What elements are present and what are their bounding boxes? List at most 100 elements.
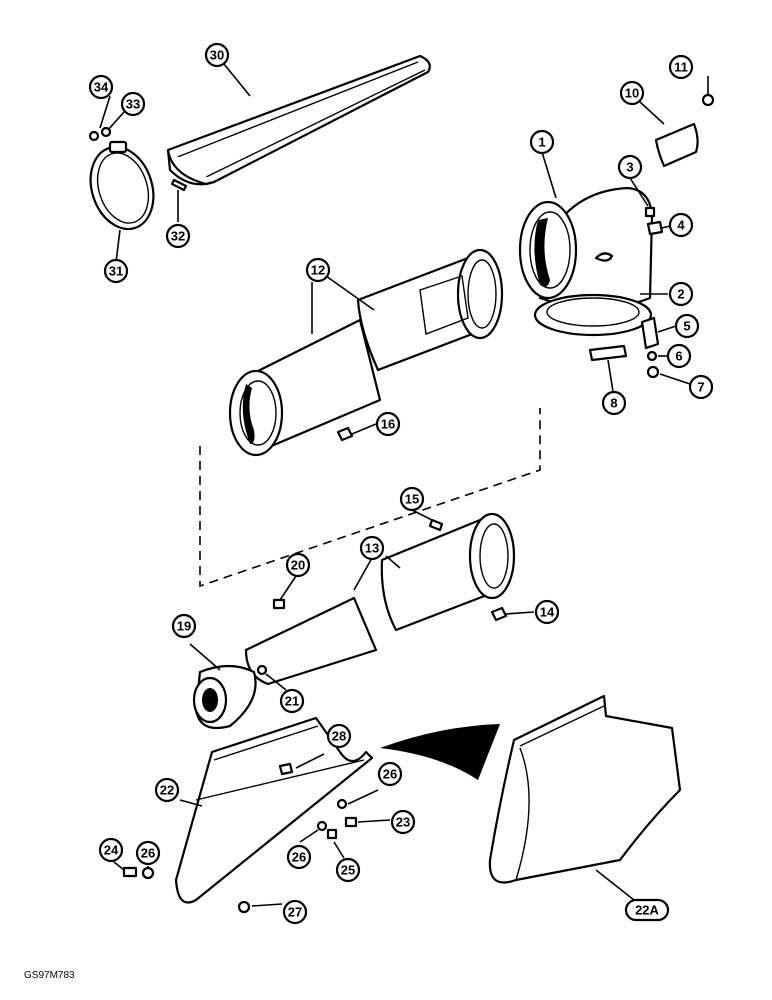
callout-1: 1: [529, 129, 555, 155]
callout-24: 24: [98, 837, 124, 863]
svg-text:10: 10: [625, 86, 639, 101]
screw-part-23: [344, 816, 358, 828]
svg-text:28: 28: [332, 729, 346, 744]
svg-text:1: 1: [538, 135, 545, 150]
bolt-part-3: [644, 206, 656, 218]
svg-text:6: 6: [675, 349, 682, 364]
svg-text:25: 25: [341, 863, 355, 878]
svg-text:3: 3: [626, 160, 633, 175]
svg-text:34: 34: [94, 80, 109, 95]
svg-text:23: 23: [396, 815, 410, 830]
dashed-assembly-outline: [199, 408, 541, 588]
svg-text:33: 33: [126, 97, 140, 112]
clamp-ring-part-31: [89, 140, 155, 231]
svg-text:32: 32: [171, 229, 185, 244]
callout-11: 11: [668, 54, 694, 80]
strap-part-8: [588, 344, 628, 362]
screw-part-15: [428, 518, 444, 532]
deflector-part-22a: [488, 694, 682, 884]
screw-part-32: [170, 178, 188, 192]
bracket-part-5: [640, 316, 660, 350]
callout-21: 21: [279, 688, 305, 714]
svg-text:26: 26: [292, 850, 306, 865]
callout-16: 16: [375, 411, 401, 437]
callout-32: 32: [165, 223, 191, 249]
callout-23: 23: [390, 809, 416, 835]
callout-25: 25: [335, 857, 361, 883]
elbow-housing-part-1: [518, 186, 654, 337]
cover-plate-part-10: [654, 122, 699, 168]
svg-text:19: 19: [177, 619, 191, 634]
callout-28: 28: [326, 723, 352, 749]
screw-part-25: [326, 828, 338, 840]
tube-assembly-part-12: [228, 248, 504, 457]
washer-part-26-lower: [316, 820, 328, 832]
svg-text:15: 15: [405, 492, 419, 507]
screw-part-28: [278, 762, 294, 776]
svg-text:16: 16: [381, 417, 395, 432]
callout-10: 10: [619, 80, 645, 106]
callout-2: 2: [668, 281, 694, 307]
callout-14: 14: [534, 599, 560, 625]
callout-34: 34: [88, 74, 114, 100]
svg-text:31: 31: [109, 264, 123, 279]
svg-text:22A: 22A: [635, 903, 659, 918]
callout-7: 7: [688, 374, 714, 400]
callout-26-left: 26: [135, 840, 161, 866]
callout-26-upper: 26: [377, 761, 403, 787]
nut-part-27: [237, 900, 251, 914]
nozzle-part-19: [192, 664, 257, 730]
callout-31: 31: [103, 258, 129, 284]
bolt-part-16: [336, 426, 354, 442]
svg-text:12: 12: [311, 263, 325, 278]
callout-4: 4: [668, 212, 694, 238]
svg-text:22: 22: [160, 783, 174, 798]
callout-8: 8: [601, 390, 627, 416]
callout-26-lower: 26: [286, 844, 312, 870]
callout-30: 30: [204, 42, 230, 68]
nut-part-11: [701, 93, 715, 107]
callout-22a: 22A: [624, 898, 670, 922]
svg-text:26: 26: [383, 767, 397, 782]
screw-part-24: [122, 866, 138, 878]
nut-part-21: [256, 664, 268, 676]
callout-3: 3: [617, 154, 643, 180]
svg-text:27: 27: [288, 905, 302, 920]
svg-text:8: 8: [610, 396, 617, 411]
callout-19: 19: [171, 613, 197, 639]
nut-part-34: [88, 130, 100, 142]
trough-part-30: [166, 54, 431, 186]
svg-text:26: 26: [141, 846, 155, 861]
leader-lines: [99, 63, 709, 907]
svg-text:5: 5: [683, 319, 690, 334]
callout-33: 33: [120, 91, 146, 117]
callout-20: 20: [285, 552, 311, 578]
svg-text:13: 13: [365, 541, 379, 556]
callout-15: 15: [399, 486, 425, 512]
screw-part-14: [490, 606, 508, 622]
washer-part-26-upper: [336, 798, 348, 810]
svg-text:2: 2: [677, 287, 684, 302]
callout-13: 13: [359, 535, 385, 561]
callout-6: 6: [666, 343, 692, 369]
svg-text:24: 24: [104, 843, 119, 858]
svg-text:4: 4: [677, 218, 685, 233]
svg-text:11: 11: [674, 60, 688, 75]
callout-22: 22: [154, 777, 180, 803]
clip-part-4: [646, 220, 664, 236]
nut-part-7: [646, 365, 660, 379]
svg-text:21: 21: [285, 694, 299, 709]
washer-part-26: [141, 866, 155, 880]
svg-text:30: 30: [210, 48, 224, 63]
svg-text:20: 20: [291, 558, 305, 573]
callout-12: 12: [305, 257, 331, 283]
callout-5: 5: [674, 313, 700, 339]
nut-part-6: [646, 350, 658, 362]
callout-27: 27: [282, 899, 308, 925]
svg-text:7: 7: [697, 380, 704, 395]
svg-text:14: 14: [540, 605, 555, 620]
screw-part-20: [272, 598, 286, 610]
drawing-reference: GS97M783: [24, 970, 75, 981]
arrow-to-22a: [380, 724, 500, 780]
